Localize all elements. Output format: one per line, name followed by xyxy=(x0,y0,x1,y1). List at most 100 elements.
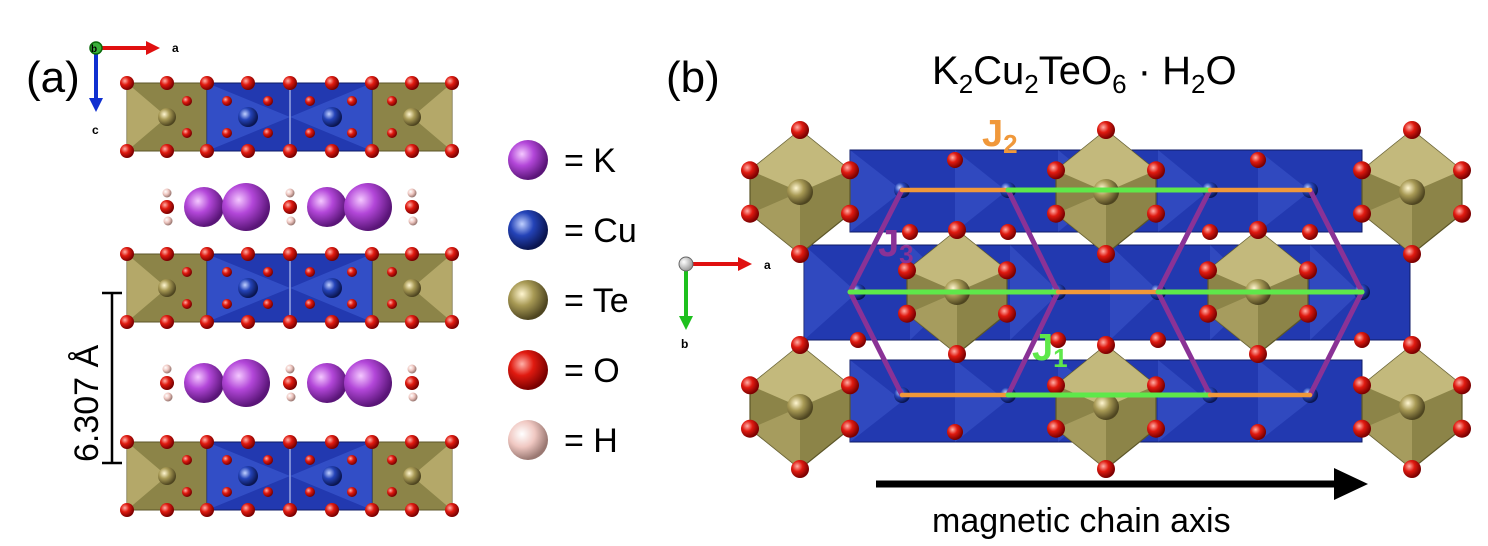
h-atom xyxy=(285,364,295,374)
o-atom xyxy=(263,487,273,497)
h-atom xyxy=(162,188,172,198)
cu-facet xyxy=(1158,360,1208,442)
o-atom xyxy=(741,419,759,438)
cu-facet xyxy=(850,360,903,442)
h-atom xyxy=(286,216,296,226)
interlayer-2 xyxy=(160,359,419,407)
k-atom xyxy=(344,359,392,407)
o-atom xyxy=(387,487,397,497)
o-atom xyxy=(200,144,214,158)
te-face xyxy=(1056,345,1156,407)
h-atom xyxy=(407,188,417,198)
o-atom xyxy=(283,376,297,390)
o-atom xyxy=(1250,152,1266,168)
o-atom xyxy=(741,161,759,180)
h-atom xyxy=(285,188,295,198)
o-atom xyxy=(283,76,297,90)
panel-a-axis-triad: b a c xyxy=(89,41,179,137)
o-atom xyxy=(850,332,866,348)
te-face xyxy=(412,442,452,510)
o-atom xyxy=(1453,161,1471,180)
o-atom xyxy=(1453,204,1471,223)
o-atom xyxy=(1249,345,1267,363)
legend-label: = O xyxy=(564,352,620,390)
j1-label: J1 xyxy=(1032,327,1068,373)
te-face xyxy=(1056,192,1106,254)
te-octahedron xyxy=(1047,336,1165,478)
o-atom xyxy=(1453,376,1471,395)
o-atom xyxy=(160,200,174,214)
o-atom xyxy=(445,247,459,261)
o-atom xyxy=(445,144,459,158)
o-atom xyxy=(1097,336,1115,354)
o-atom xyxy=(305,455,315,465)
legend-label: = H xyxy=(564,422,618,460)
o-atom xyxy=(365,315,379,329)
o-atom xyxy=(1249,221,1267,239)
element-legend: = K= Cu= Te= O= H xyxy=(508,140,637,460)
o-atom xyxy=(347,299,357,309)
k-atom xyxy=(184,363,224,403)
exchange-paths xyxy=(847,187,1365,398)
legend-item: = O xyxy=(508,350,620,390)
o-atom xyxy=(1047,161,1065,180)
o-atom xyxy=(325,503,339,517)
te-face xyxy=(412,254,452,322)
o-atom xyxy=(263,128,273,138)
layer-1 xyxy=(120,76,459,158)
o-atom xyxy=(120,315,134,329)
o-atom xyxy=(445,315,459,329)
k-atom xyxy=(222,359,270,407)
h-atom xyxy=(162,364,172,374)
o-atom xyxy=(741,204,759,223)
o-atom xyxy=(998,261,1016,280)
legend-item: = H xyxy=(508,420,618,460)
o-atom xyxy=(791,460,809,478)
o-atom xyxy=(1403,460,1421,478)
o-atom xyxy=(365,76,379,90)
o-atom xyxy=(347,267,357,277)
o-atom xyxy=(120,247,134,261)
o-atom xyxy=(898,261,916,280)
o-atom xyxy=(160,247,174,261)
axis-label-b: b xyxy=(681,337,688,351)
te-atom xyxy=(158,467,176,485)
o-atom xyxy=(120,76,134,90)
o-atom xyxy=(182,487,192,497)
te-atom xyxy=(1399,394,1425,420)
te-octahedron xyxy=(741,336,859,478)
o-atom xyxy=(1302,224,1318,240)
o-atom xyxy=(325,315,339,329)
j2-label: J2 xyxy=(982,113,1018,159)
o-atom xyxy=(200,503,214,517)
j3-path xyxy=(1005,187,1061,295)
o-atom xyxy=(160,376,174,390)
o-atom xyxy=(222,299,232,309)
o-atom xyxy=(1354,332,1370,348)
o-atom xyxy=(263,267,273,277)
j3-path xyxy=(1155,187,1213,295)
te-atom xyxy=(403,467,421,485)
o-atom xyxy=(365,144,379,158)
o-atom xyxy=(325,435,339,449)
legend-swatch xyxy=(508,140,548,180)
te-atom xyxy=(787,394,813,420)
o-atom xyxy=(1299,261,1317,280)
panel-a-label: (a) xyxy=(26,53,80,102)
o-atom xyxy=(120,503,134,517)
o-atom xyxy=(1453,419,1471,438)
legend-swatch xyxy=(508,420,548,460)
legend-item: = K xyxy=(508,140,616,180)
te-atom xyxy=(1093,394,1119,420)
interlayer-1 xyxy=(160,183,419,231)
k-atom xyxy=(344,183,392,231)
o-atom xyxy=(347,487,357,497)
o-atom xyxy=(283,503,297,517)
o-atom xyxy=(1047,204,1065,223)
te-face xyxy=(127,442,167,510)
legend-item: = Cu xyxy=(508,210,637,250)
chain-axis-arrow xyxy=(876,468,1368,500)
te-face xyxy=(1208,230,1308,292)
o-atom xyxy=(1202,224,1218,240)
te-face xyxy=(1362,192,1412,254)
